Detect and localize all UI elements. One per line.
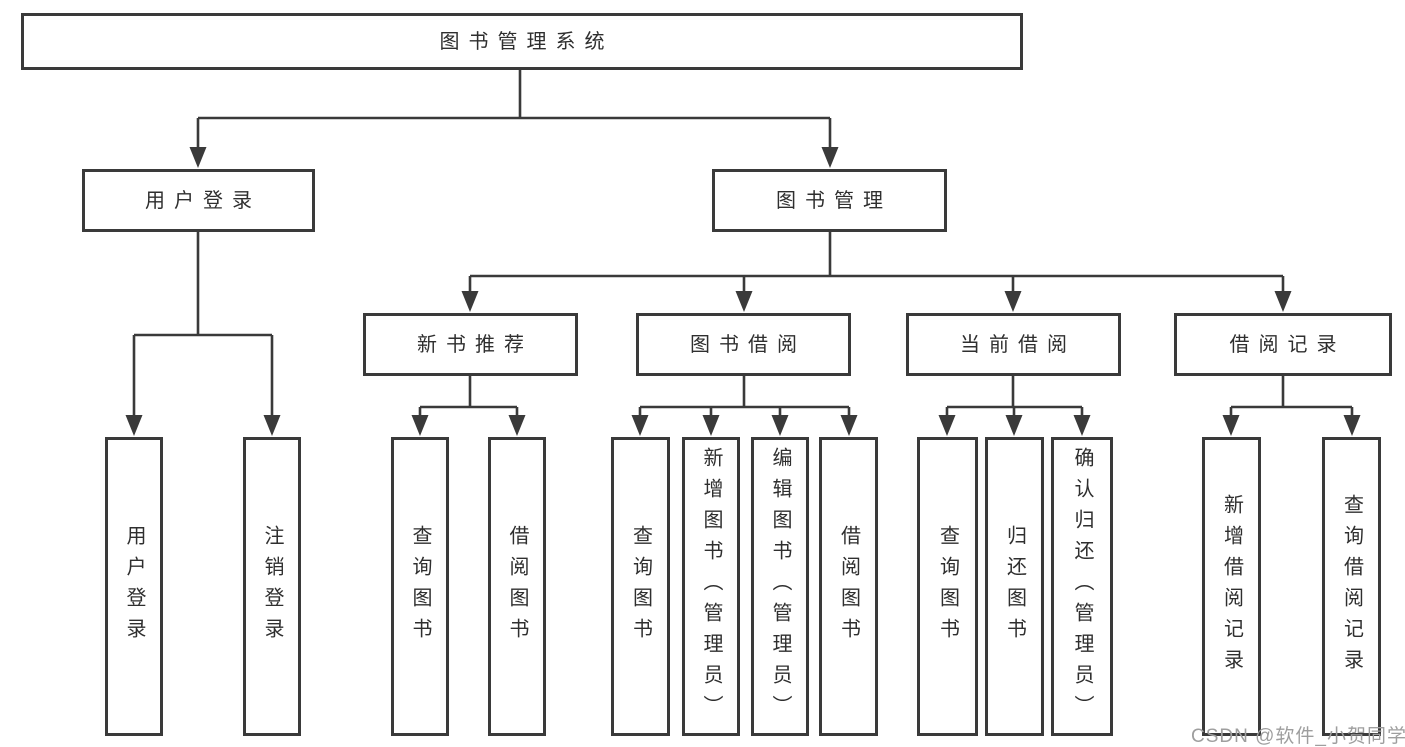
leaf-borrow-edit-books-admin: 编辑图书（管理员） <box>751 437 809 736</box>
leaf-recommend-borrow-books: 借阅图书 <box>488 437 546 736</box>
leaf-current-confirm-return-admin-label: 确认归还（管理员） <box>1071 447 1093 726</box>
node-user-login-label: 用户登录 <box>145 189 261 212</box>
edge-root-to-level2 <box>189 69 839 168</box>
leaf-borrow-borrow-books: 借阅图书 <box>819 437 878 736</box>
leaf-borrow-add-books-admin: 新增图书（管理员） <box>682 437 740 736</box>
leaf-recommend-query-books: 查询图书 <box>391 437 449 736</box>
edge-borrow-records-to-leaves <box>1222 376 1361 436</box>
leaf-records-add-record-label: 新增借阅记录 <box>1220 493 1243 680</box>
leaf-logout-label: 注销登录 <box>261 524 283 649</box>
leaf-recommend-borrow-books-label: 借阅图书 <box>506 524 528 649</box>
node-book-management: 图书管理 <box>712 169 947 232</box>
csdn-watermark: CSDN @软件_小贺同学 <box>1191 726 1405 747</box>
leaf-records-query-record: 查询借阅记录 <box>1322 437 1381 736</box>
leaf-logout: 注销登录 <box>243 437 301 736</box>
node-new-book-recommend-label: 新书推荐 <box>417 333 533 356</box>
node-root: 图书管理系统 <box>21 13 1023 70</box>
leaf-user-login: 用户登录 <box>105 437 163 736</box>
leaf-records-query-record-label: 查询借阅记录 <box>1340 493 1363 680</box>
leaf-current-query-books-label: 查询图书 <box>936 524 959 649</box>
node-current-borrow-label: 当前借阅 <box>960 333 1076 356</box>
leaf-current-return-books-label: 归还图书 <box>1003 524 1026 649</box>
edge-new-book-recommend-to-leaves <box>411 376 526 436</box>
node-book-borrow-label: 图书借阅 <box>690 333 806 356</box>
leaf-borrow-query-books: 查询图书 <box>611 437 670 736</box>
leaf-borrow-add-books-admin-label: 新增图书（管理员） <box>700 447 722 726</box>
node-book-borrow: 图书借阅 <box>636 313 851 376</box>
node-user-login: 用户登录 <box>82 169 315 232</box>
node-borrow-records-label: 借阅记录 <box>1229 333 1346 356</box>
leaf-recommend-query-books-label: 查询图书 <box>409 524 431 649</box>
edge-book-management-to-level3 <box>461 232 1292 312</box>
leaf-current-return-books: 归还图书 <box>985 437 1044 736</box>
node-borrow-records: 借阅记录 <box>1174 313 1392 376</box>
leaf-borrow-query-books-label: 查询图书 <box>629 524 652 649</box>
edge-current-borrow-to-leaves <box>938 376 1091 436</box>
leaf-current-confirm-return-admin: 确认归还（管理员） <box>1051 437 1113 736</box>
leaf-borrow-borrow-books-label: 借阅图书 <box>837 524 860 649</box>
node-root-label: 图书管理系统 <box>439 30 614 53</box>
leaf-records-add-record: 新增借阅记录 <box>1202 437 1261 736</box>
leaf-current-query-books: 查询图书 <box>917 437 978 736</box>
node-current-borrow: 当前借阅 <box>906 313 1121 376</box>
edge-user-login-to-leaves <box>125 232 281 436</box>
node-new-book-recommend: 新书推荐 <box>363 313 578 376</box>
leaf-borrow-edit-books-admin-label: 编辑图书（管理员） <box>769 447 791 726</box>
node-book-management-label: 图书管理 <box>776 189 892 212</box>
edge-book-borrow-to-leaves <box>631 376 858 436</box>
leaf-user-login-label: 用户登录 <box>123 524 145 649</box>
